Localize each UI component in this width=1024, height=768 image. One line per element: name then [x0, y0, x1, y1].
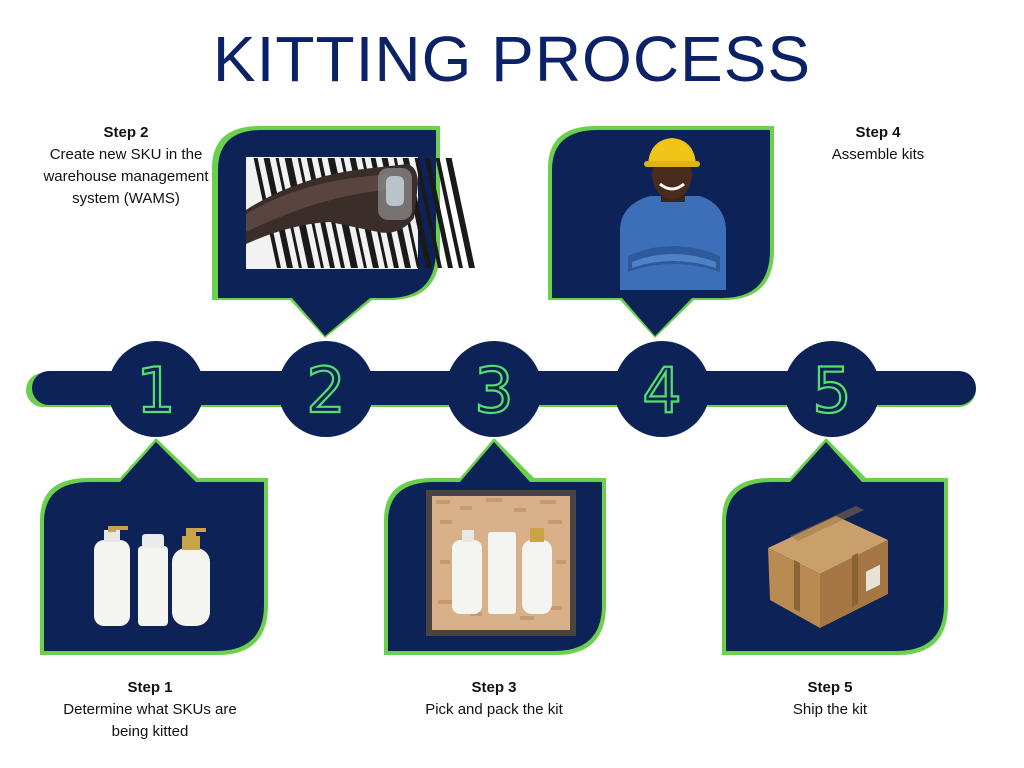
step-1-description: Determine what SKUs are being kitted	[63, 701, 237, 740]
barcode-scanner-image	[246, 157, 475, 269]
step-2-caption: Step 2 Create new SKU in the warehouse m…	[36, 122, 216, 210]
page-title: KITTING PROCESS	[212, 23, 812, 95]
worker-image	[620, 138, 726, 290]
callout-step-4	[548, 126, 774, 338]
shipping-box-image	[768, 506, 888, 628]
step-circle-5: 5	[784, 341, 880, 437]
step-3-heading: Step 3	[471, 679, 517, 696]
step-2-description: Create new SKU in the warehouse manageme…	[43, 146, 209, 207]
callout-step-3	[384, 438, 606, 655]
step-2-heading: Step 2	[103, 124, 149, 141]
step-5-description: Ship the kit	[792, 701, 868, 718]
step-number-3: 3	[474, 354, 513, 427]
step-number-2: 2	[306, 354, 345, 427]
step-3-description: Pick and pack the kit	[425, 701, 563, 718]
step-circle-1: 1	[108, 341, 204, 437]
step-number-5: 5	[812, 354, 851, 427]
step-circle-2: 2	[278, 341, 374, 437]
step-number-4: 4	[642, 354, 681, 427]
callout-step-1	[40, 438, 268, 655]
step-5-caption: Step 5 Ship the kit	[740, 677, 920, 721]
step-number-1: 1	[136, 354, 175, 427]
packed-box-image	[426, 490, 576, 636]
callout-step-2	[212, 126, 475, 338]
step-3-caption: Step 3 Pick and pack the kit	[404, 677, 584, 721]
step-circle-4: 4	[614, 341, 710, 437]
step-4-description: Assemble kits	[831, 146, 925, 163]
step-1-caption: Step 1 Determine what SKUs are being kit…	[60, 677, 240, 743]
step-4-heading: Step 4	[855, 124, 901, 141]
step-circle-3: 3	[446, 341, 542, 437]
step-1-heading: Step 1	[127, 679, 173, 696]
step-5-heading: Step 5	[807, 679, 853, 696]
bottles-image	[94, 526, 210, 626]
step-4-caption: Step 4 Assemble kits	[798, 122, 958, 166]
callout-step-5	[722, 438, 948, 655]
